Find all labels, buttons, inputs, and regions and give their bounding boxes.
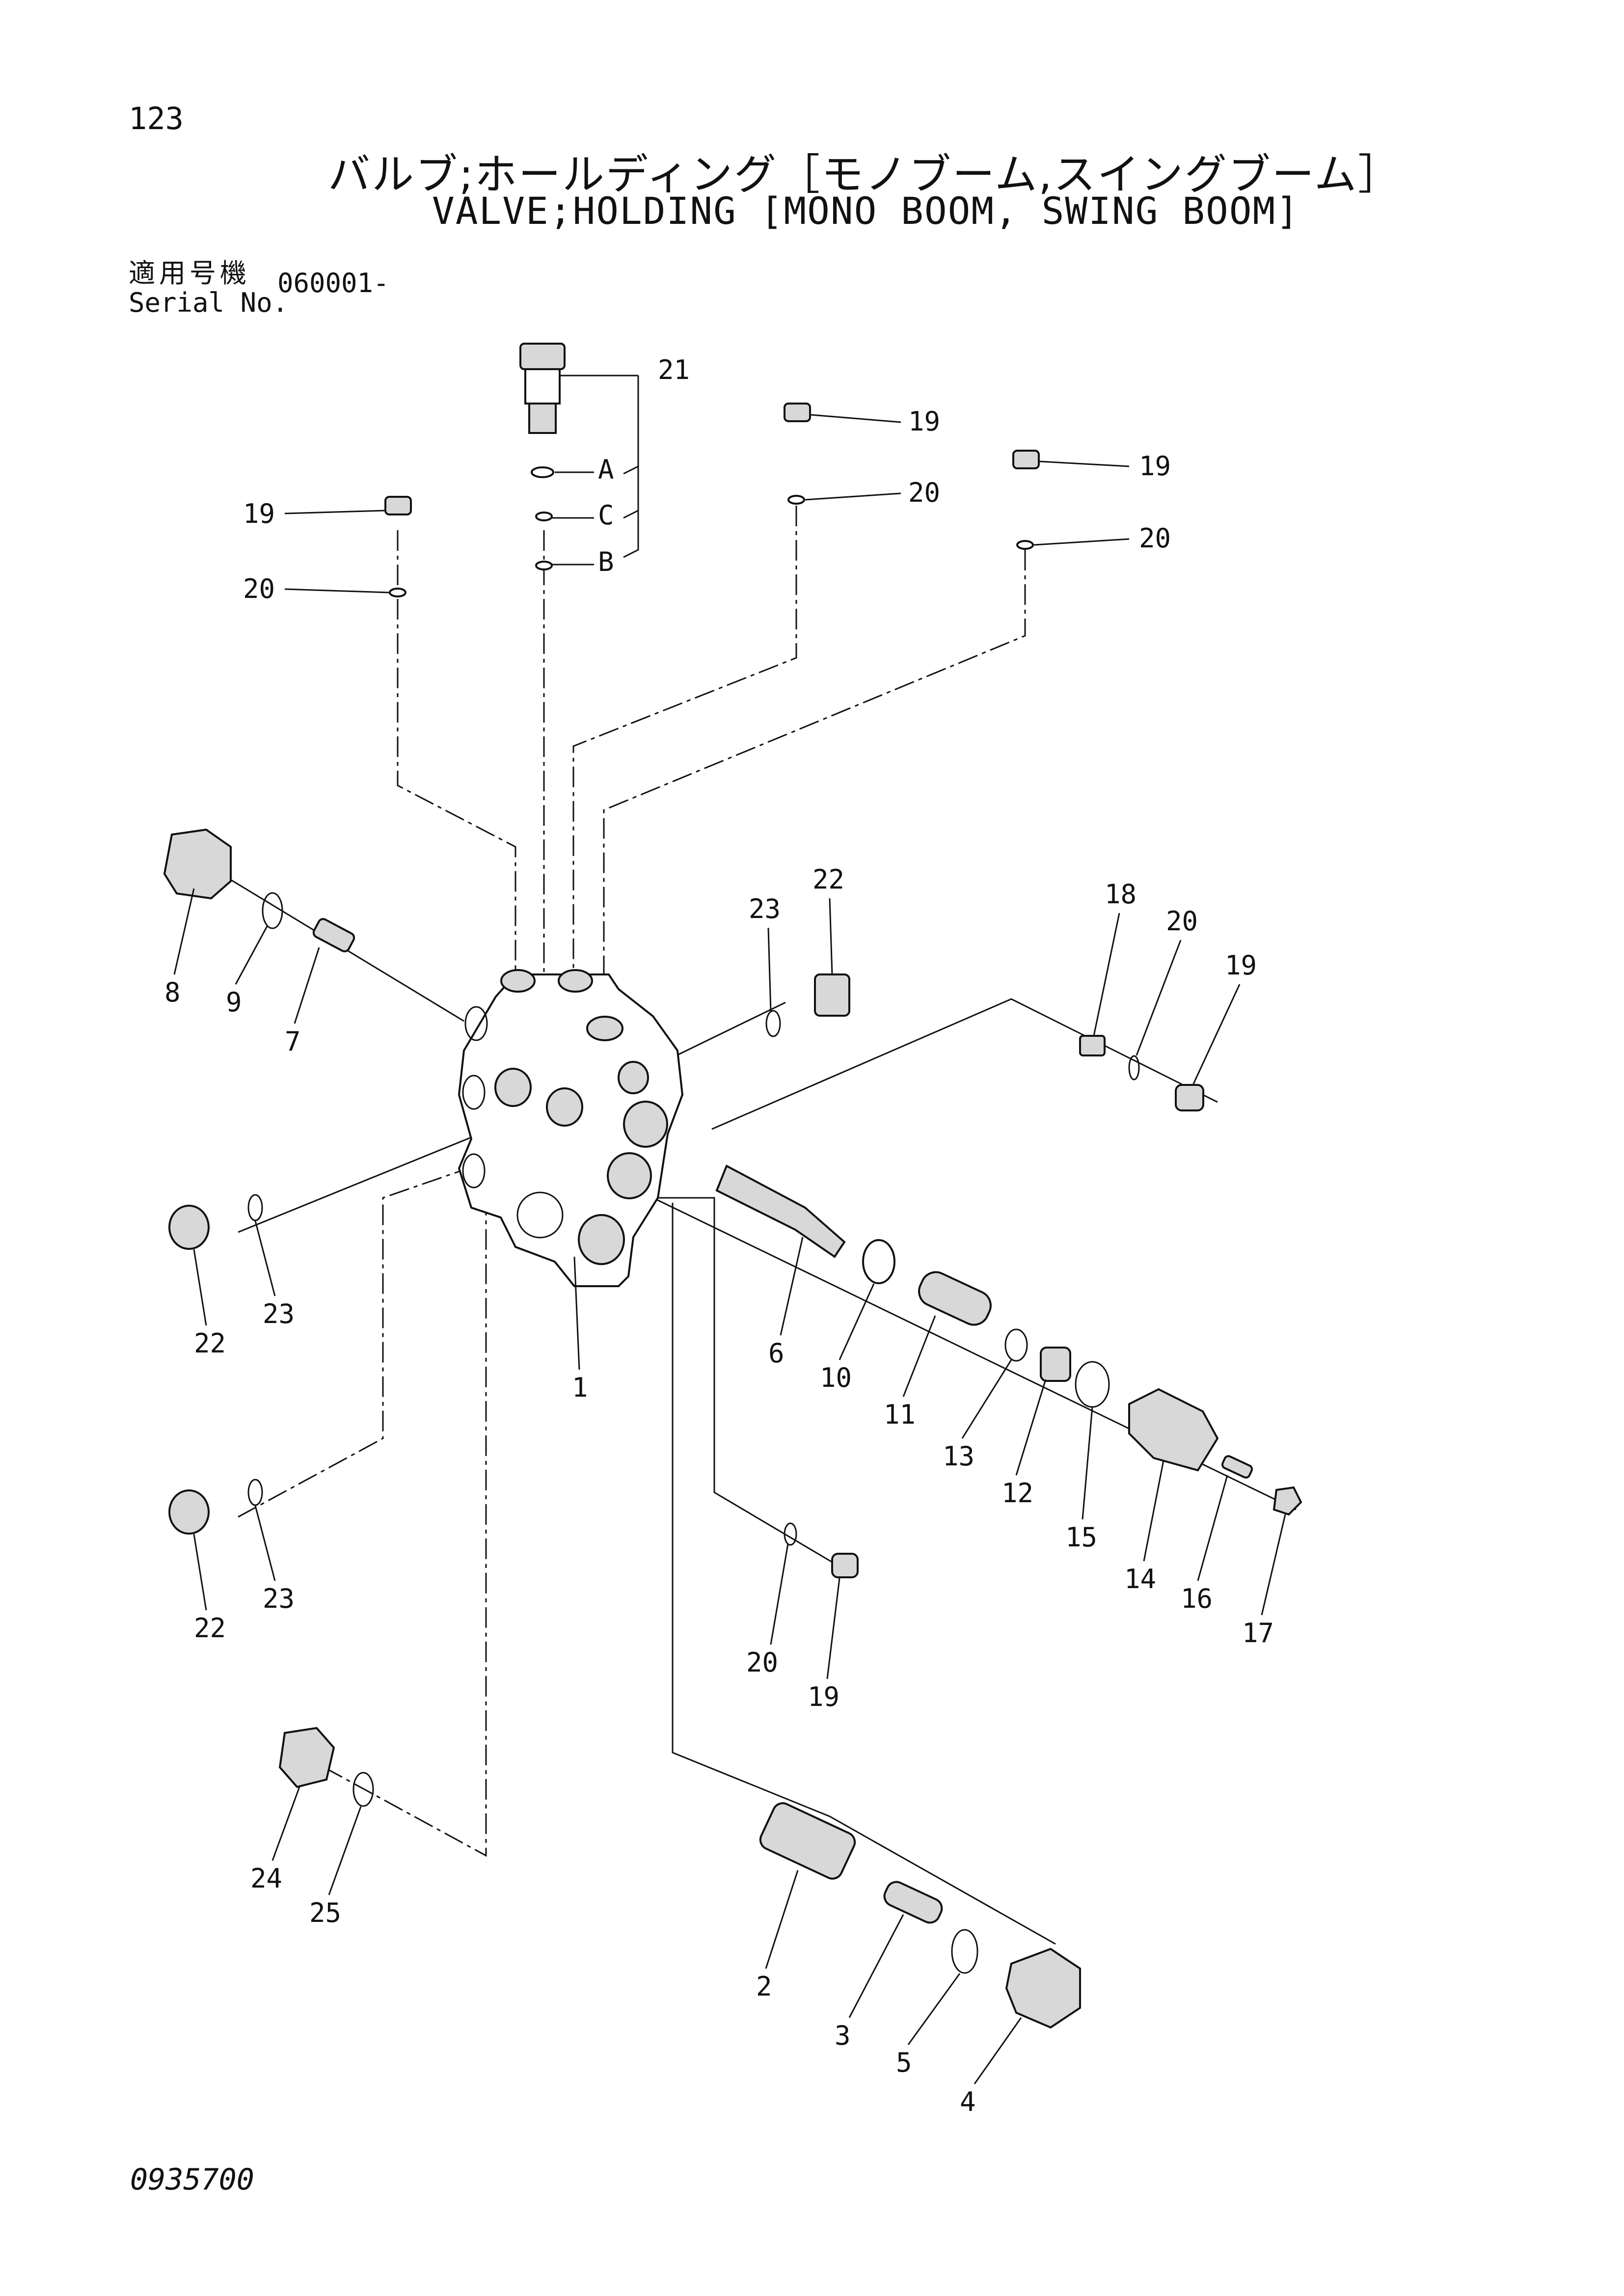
callout-A: A — [598, 454, 614, 485]
callout-19-left: 19 — [243, 498, 275, 529]
callout-6: 6 — [768, 1338, 785, 1369]
callout-13: 13 — [943, 1441, 974, 1472]
callout-labels: 21 A C B 19 20 19 20 19 20 8 9 7 23 22 1… — [164, 354, 1274, 2117]
callout-20-center: 20 — [908, 477, 940, 508]
callout-20-right: 20 — [1139, 523, 1171, 554]
callout-15: 15 — [1065, 1522, 1097, 1553]
callout-22-top: 22 — [812, 864, 844, 895]
callout-12: 12 — [1001, 1478, 1033, 1509]
callout-24: 24 — [250, 1863, 282, 1894]
callout-19-lower: 19 — [808, 1681, 839, 1712]
callout-C: C — [598, 500, 614, 531]
page-number: 123 — [129, 101, 184, 136]
callout-20-far-right: 20 — [1166, 906, 1198, 937]
title-english: VALVE;HOLDING [MONO BOOM, SWING BOOM] — [432, 189, 1299, 233]
callout-17: 17 — [1242, 1618, 1274, 1648]
callout-11: 11 — [884, 1399, 916, 1430]
part-shapes — [163, 343, 1302, 2029]
callout-19-right: 19 — [1139, 451, 1171, 482]
callout-23-left-upper: 23 — [263, 1298, 295, 1329]
assembly-lines — [220, 506, 1297, 1945]
callout-B: B — [598, 546, 614, 577]
callout-25: 25 — [309, 1897, 341, 1928]
callout-3: 3 — [835, 2020, 851, 2051]
callout-8: 8 — [164, 977, 181, 1008]
leader-lines — [173, 375, 1286, 2084]
callout-21: 21 — [658, 354, 690, 385]
callout-9: 9 — [226, 987, 242, 1018]
callout-23-top: 23 — [749, 893, 781, 924]
callout-4: 4 — [960, 2086, 976, 2117]
valve-body — [458, 969, 684, 1287]
title-japanese: バルブ;ホールディング［モノブーム,スイングブーム］ — [328, 150, 1402, 199]
callout-22-left-upper: 22 — [194, 1328, 226, 1359]
serial-label-english: Serial No. — [129, 287, 289, 318]
callout-5: 5 — [896, 2047, 912, 2078]
callout-10: 10 — [820, 1362, 852, 1393]
serial-label-japanese: 適用号機 — [129, 258, 250, 289]
callout-16: 16 — [1181, 1583, 1213, 1614]
callout-18: 18 — [1105, 879, 1137, 910]
callout-22-left-lower: 22 — [194, 1613, 226, 1644]
callout-20-left: 20 — [243, 573, 275, 604]
callout-19-center: 19 — [908, 406, 940, 437]
callout-23-left-lower: 23 — [263, 1583, 295, 1614]
serial-number-value: 060001- — [277, 268, 389, 298]
callout-1: 1 — [572, 1372, 588, 1403]
callout-14: 14 — [1124, 1564, 1156, 1594]
callout-19-far-right: 19 — [1225, 950, 1257, 981]
callout-7: 7 — [285, 1026, 301, 1057]
drawing-number: 0935700 — [130, 2162, 254, 2197]
callout-2: 2 — [756, 1971, 772, 2002]
callout-20-lower: 20 — [746, 1647, 778, 1678]
